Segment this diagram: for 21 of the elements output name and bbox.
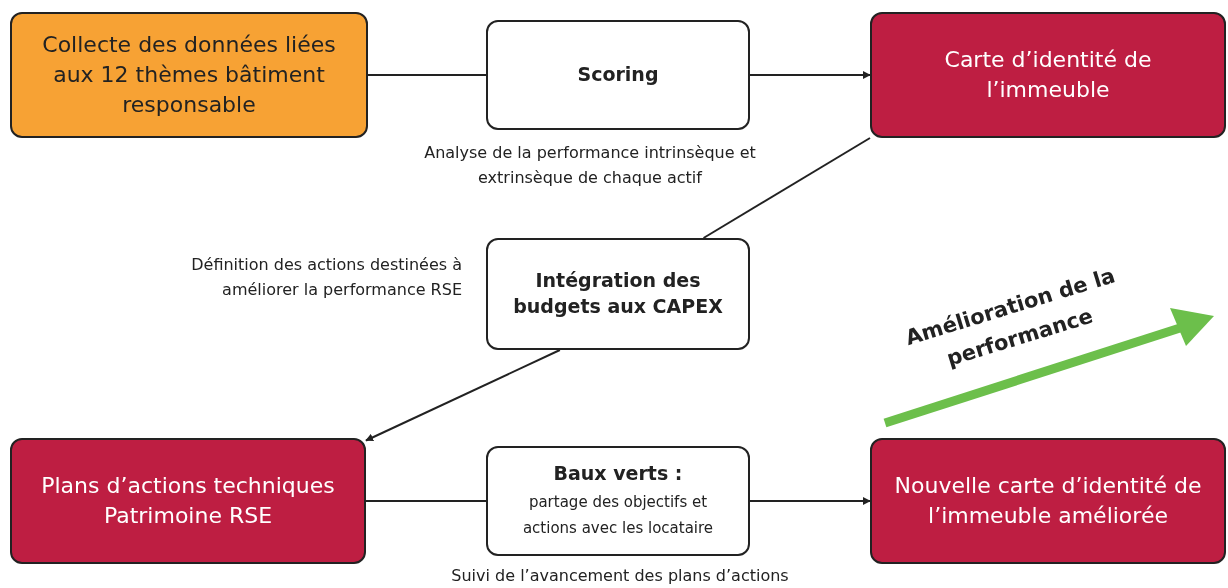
process-box (486, 446, 750, 556)
result-box (10, 438, 366, 564)
node-title: Carte d’identité de l’immeuble (943, 46, 1153, 104)
node-title: Baux verts : (553, 460, 683, 486)
result-box (870, 12, 1226, 138)
node-title: Nouvelle carte d’identité de l’immeuble améliorée (893, 472, 1203, 530)
node-title: Intégration des budgets aux CAPEX (512, 268, 724, 319)
process-box (10, 12, 368, 138)
result-box (870, 438, 1226, 564)
arrow (749, 71, 871, 79)
process-box (486, 238, 750, 350)
annotation-text: Définition des actions destinées à améliorer la performance RSE (190, 254, 462, 301)
annotation-text: Suivi de l’avancement des plans d’actions (450, 565, 790, 587)
arrow (365, 349, 561, 442)
annotation-text: Analyse de la performance intrinsèque et extrinsèque de chaque actif (423, 142, 757, 189)
process-box (486, 20, 750, 130)
node-title: Scoring (577, 62, 659, 88)
node-text: partage des objectifs et actions avec les locataire (521, 491, 715, 539)
node-title: Collecte des données liées aux 12 thèmes bâtiment responsable (41, 31, 337, 119)
arrow (749, 497, 871, 505)
node-title: Plans d’actions techniques Patrimoine RSE (40, 472, 336, 530)
